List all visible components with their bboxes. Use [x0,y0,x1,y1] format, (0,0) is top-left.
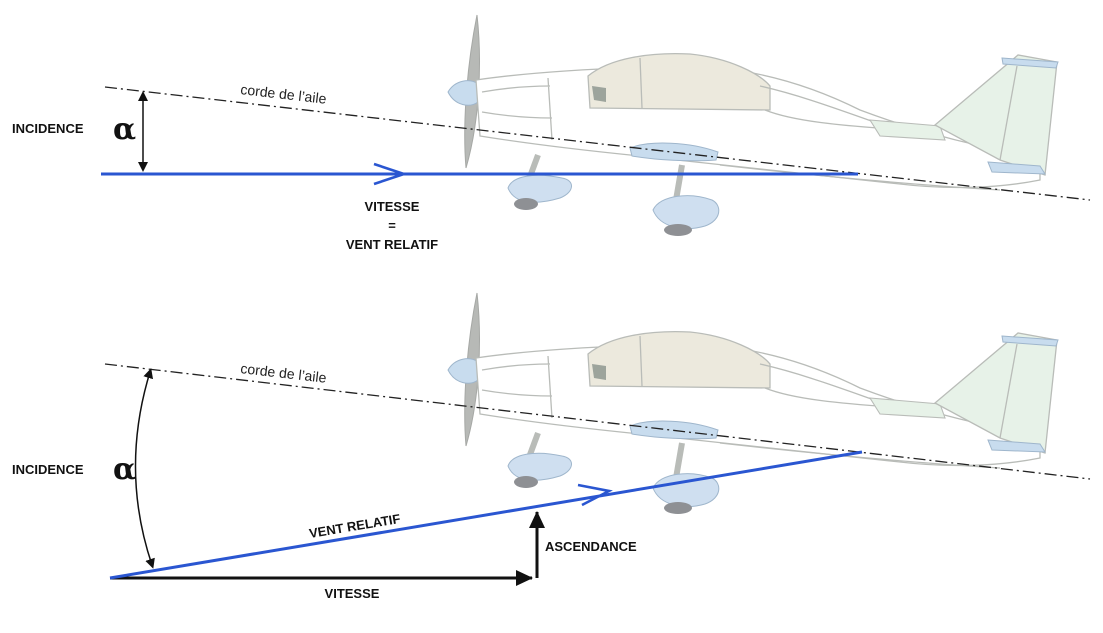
panel-bottom: corde de l’aile VITESSE ASCENDANCE VENT … [12,293,1091,601]
relative-wind-label: VENT RELATIF [346,237,438,252]
equals-sign: = [388,218,396,233]
speed-label: VITESSE [365,199,420,214]
wing-chord-line [104,86,1091,201]
incidence-label: INCIDENCE [12,462,84,477]
aircraft-bottom [448,293,1058,514]
alpha-symbol: α [113,452,136,487]
relative-wind-arrowhead [577,483,613,507]
relative-wind-vector [109,450,863,580]
updraft-label: ASCENDANCE [545,539,637,554]
alpha-symbol: α [113,112,136,147]
speed-label: VITESSE [325,586,380,601]
chord-label: corde de l’aile [240,81,328,107]
incidence-label: INCIDENCE [12,121,84,136]
panel-top: corde de l’aile INCIDENCE α VITESSE = VE… [12,15,1091,252]
chord-label: corde de l’aile [240,360,328,386]
incidence-arc [134,368,155,569]
speed-vector-arrowhead [373,162,409,186]
aircraft-top [448,15,1058,236]
wing-chord-line [104,363,1091,480]
